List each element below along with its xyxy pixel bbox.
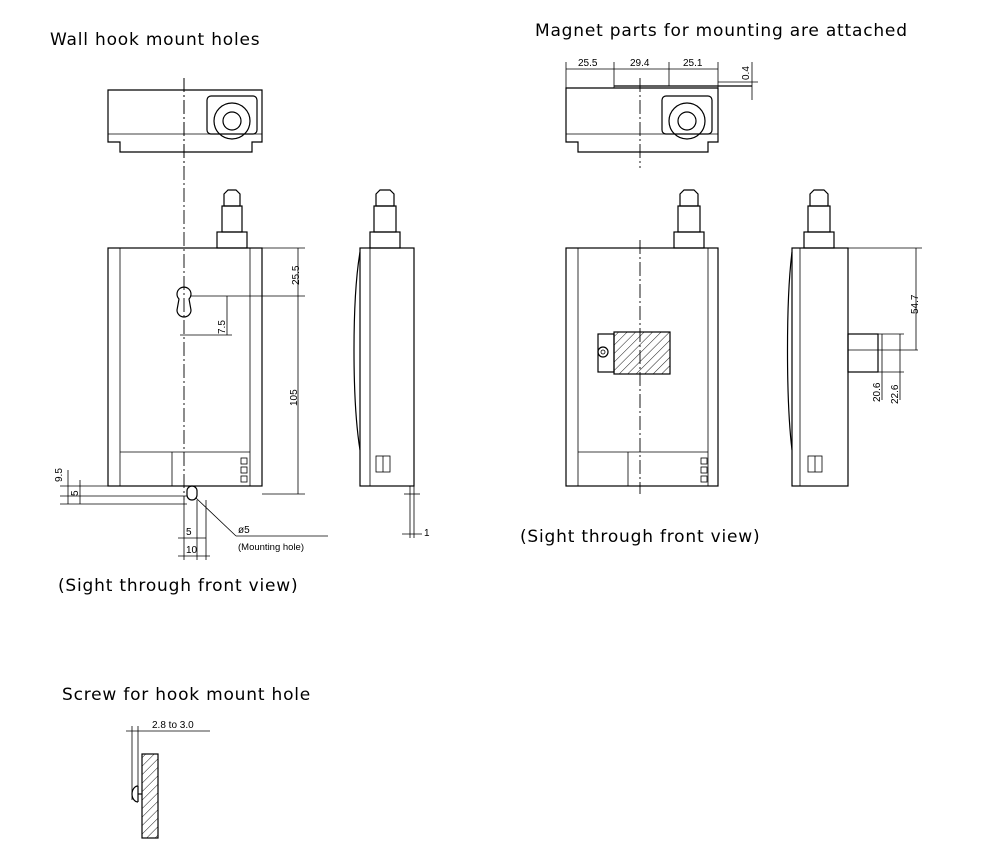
dim-5-left: 5 bbox=[70, 490, 81, 496]
dim-phi5: ø5 bbox=[238, 525, 250, 536]
dim-105: 105 bbox=[289, 389, 300, 406]
dim-54-7: 54.7 bbox=[910, 294, 921, 314]
right-side-view bbox=[786, 189, 922, 487]
wall-hook-title: Wall hook mount holes bbox=[50, 30, 260, 50]
sight-left-caption: (Sight through front view) bbox=[58, 576, 298, 596]
right-top-view bbox=[565, 62, 758, 168]
right-front-view bbox=[565, 189, 719, 494]
dim-7-5: 7.5 bbox=[217, 320, 228, 334]
dim-1: 1 bbox=[424, 528, 430, 539]
screw-title: Screw for hook mount hole bbox=[62, 685, 311, 705]
left-top-view bbox=[107, 78, 263, 168]
left-front-view bbox=[60, 78, 328, 560]
dim-25-1: 25.1 bbox=[683, 58, 703, 69]
dim-screw: 2.8 to 3.0 bbox=[152, 720, 194, 731]
dim-5-bottom: 5 bbox=[186, 527, 192, 538]
screw-detail bbox=[126, 726, 210, 839]
dim-20-6: 20.6 bbox=[872, 382, 883, 402]
dim-9-5: 9.5 bbox=[54, 468, 65, 482]
dim-10: 10 bbox=[186, 545, 198, 556]
dim-22-6: 22.6 bbox=[890, 384, 901, 404]
magnet-title: Magnet parts for mounting are attached bbox=[535, 21, 908, 41]
mounting-hole-label: (Mounting hole) bbox=[238, 542, 304, 553]
left-side-view bbox=[353, 189, 422, 538]
sight-right-caption: (Sight through front view) bbox=[520, 527, 760, 547]
dim-25-5-side: 25.5 bbox=[291, 265, 302, 285]
dim-29-4: 29.4 bbox=[630, 58, 650, 69]
dim-25-5-top: 25.5 bbox=[578, 58, 598, 69]
dim-0-4: 0.4 bbox=[741, 66, 752, 80]
